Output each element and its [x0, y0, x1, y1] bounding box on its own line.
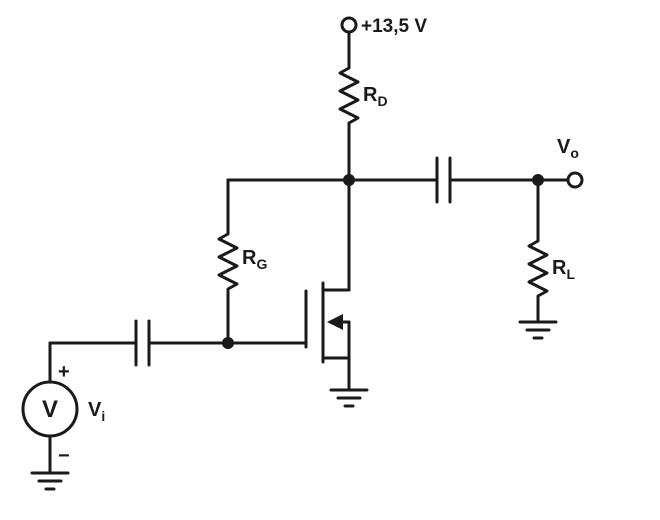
output-terminal — [566, 171, 584, 189]
mosfet — [226, 178, 351, 392]
voltage-source-letter: V — [42, 396, 58, 423]
ground-symbol-source — [30, 471, 70, 491]
ground-symbol-load — [518, 320, 558, 340]
mosfet-body-arrow-icon — [327, 314, 343, 330]
rd-label: RD — [363, 84, 388, 109]
resistor-rd — [338, 62, 360, 129]
vi-label: Vi — [88, 399, 105, 424]
polarity-plus-sign: + — [58, 361, 70, 383]
resistor-rg — [217, 228, 239, 295]
rg-label: RG — [242, 247, 267, 272]
schematic-ink-group: +13,5 V RD RG RL Vo Vi V + − — [21, 16, 584, 491]
resistor-rl — [527, 235, 549, 302]
ground-symbol-mosfet — [329, 388, 369, 408]
vo-label: Vo — [557, 136, 579, 161]
supply-terminal — [340, 16, 358, 34]
supply-voltage-label: +13,5 V — [361, 16, 427, 37]
polarity-minus-sign: − — [58, 445, 70, 467]
rl-label: RL — [552, 257, 575, 282]
